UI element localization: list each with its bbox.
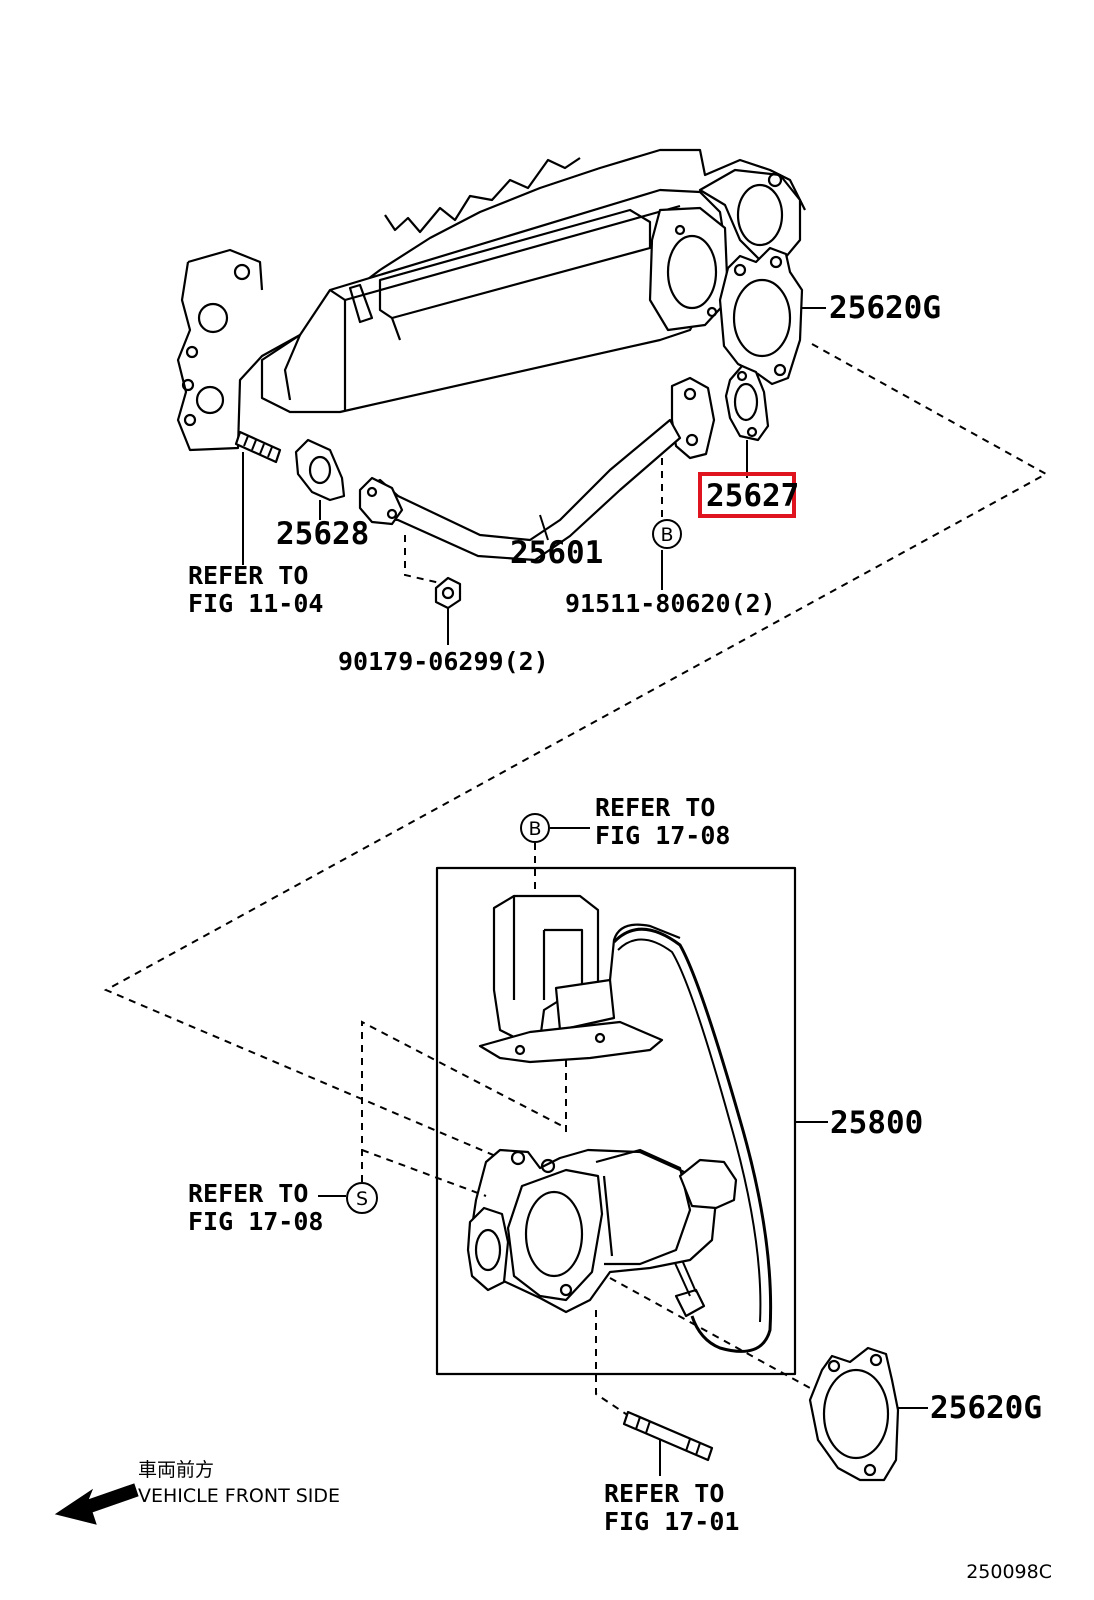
- direction-jp: 車両前方: [138, 1459, 214, 1481]
- egr-pipe-25601: [358, 376, 716, 562]
- marker-b-top: B: [652, 519, 682, 549]
- figure-code: 250098C: [966, 1561, 1052, 1583]
- gasket-25627: [724, 364, 770, 442]
- gasket-25620g-bottom: [808, 1346, 900, 1482]
- marker-s: S: [318, 1182, 378, 1214]
- gasket-25628: [294, 438, 346, 502]
- callout-25620g-top[interactable]: 25620G: [829, 290, 941, 326]
- egr-valve: [466, 1148, 738, 1314]
- refer-top-left-line2[interactable]: FIG 11-04: [188, 589, 323, 618]
- svg-text:B: B: [528, 818, 541, 840]
- vacuum-hose: [612, 927, 773, 1353]
- stud-bolt-bottom: [622, 1410, 714, 1462]
- direction-en: VEHICLE FRONT SIDE: [138, 1485, 340, 1507]
- refer-b-line2[interactable]: FIG 17-08: [595, 821, 730, 850]
- callout-25620g-bottom[interactable]: 25620G: [930, 1390, 1042, 1426]
- callout-91511[interactable]: 91511-80620(2): [565, 589, 776, 618]
- vacuum-switching-valve-bracket: [478, 894, 681, 1064]
- nut-90179: [434, 576, 462, 610]
- callout-25628[interactable]: 25628: [276, 516, 369, 552]
- callout-25601[interactable]: 25601: [510, 535, 603, 571]
- refer-s-line2[interactable]: FIG 17-08: [188, 1207, 323, 1236]
- egr-cooler-body: [260, 168, 802, 414]
- callout-25800[interactable]: 25800: [830, 1105, 923, 1141]
- refer-top-left-line1[interactable]: REFER TO: [188, 561, 308, 590]
- svg-text:B: B: [660, 524, 673, 546]
- highlight-box: [698, 472, 796, 518]
- vacuum-hose-inner: [617, 938, 762, 1323]
- bottom-leader-lines: [361, 1020, 928, 1476]
- callout-25627[interactable]: 25627: [706, 478, 799, 514]
- refer-b-line1[interactable]: REFER TO: [595, 793, 715, 822]
- refer-bottom-line2[interactable]: FIG 17-01: [604, 1507, 739, 1536]
- stud-bolt-top: [234, 430, 282, 464]
- refer-bottom-line1[interactable]: REFER TO: [604, 1479, 724, 1508]
- refer-s-line1[interactable]: REFER TO: [188, 1179, 308, 1208]
- svg-text:S: S: [356, 1188, 368, 1210]
- callout-90179[interactable]: 90179-06299(2): [338, 647, 549, 676]
- vehicle-front-arrow: [54, 1483, 139, 1525]
- gasket-25620g-top: [718, 246, 804, 386]
- marker-b-bottom: B: [520, 813, 590, 1040]
- top-leader-lines: [103, 307, 1049, 1187]
